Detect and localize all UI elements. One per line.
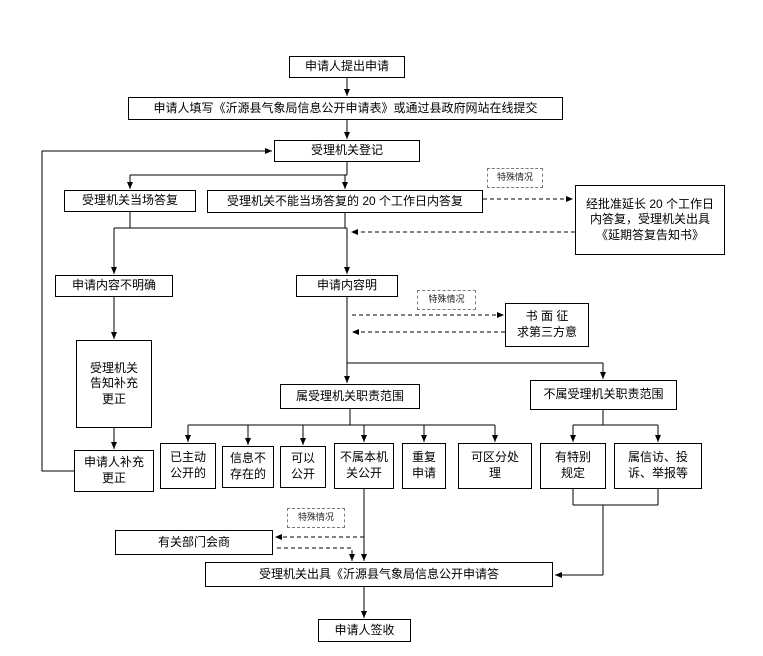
- flow-node-special-case-2: 特殊情况: [417, 290, 476, 310]
- flow-node-not-this-org: 不属本机 关公开: [334, 443, 394, 489]
- flow-node-info-not-exist: 信息不 存在的: [222, 446, 274, 488]
- flow-node-already-public: 已主动 公开的: [160, 443, 216, 489]
- flow-node-notify-supplement: 受理机关 告知补充 更正: [76, 340, 152, 428]
- flow-node-third-party: 书 面 征 求第三方意: [505, 303, 589, 347]
- flow-node-register: 受理机关登记: [274, 140, 420, 162]
- connector: [41, 148, 272, 472]
- flow-node-repeat-apply: 重复 申请: [402, 443, 446, 489]
- flow-node-special-rule: 有特别 规定: [540, 443, 606, 489]
- flow-node-deferred-reply: 受理机关不能当场答复的 20 个工作日内答复: [207, 190, 483, 213]
- solid-connectors: [41, 78, 661, 618]
- flow-node-applicant-supplement: 申请人补充 更正: [74, 450, 154, 492]
- flow-node-can-public: 可以 公开: [280, 446, 326, 488]
- flow-node-extended-reply: 经批准延长 20 个工作日 内答复，受理机关出具 《延期答复告知书》: [575, 185, 725, 255]
- flow-node-onspot-reply: 受理机关当场答复: [64, 190, 196, 212]
- flow-node-special-case-3: 特殊情况: [287, 508, 345, 528]
- flow-node-fill-form: 申请人填写《沂源县气象局信息公开申请表》或通过县政府网站在线提交: [128, 97, 563, 120]
- connector: [188, 409, 495, 426]
- flow-node-within-scope: 属受理机关职责范围: [280, 384, 420, 409]
- connector: [114, 212, 347, 229]
- connector: [572, 489, 659, 575]
- flow-node-content-clear: 申请内容明: [296, 275, 398, 297]
- flow-node-sign: 申请人签收: [318, 619, 411, 642]
- flow-node-apply: 申请人提出申请: [289, 56, 405, 78]
- flow-node-outside-scope: 不属受理机关职责范围: [530, 380, 677, 410]
- flow-node-consult: 有关部门会商: [115, 530, 273, 555]
- flow-node-issue-reply: 受理机关出具《沂源县气象局信息公开申请答: [205, 562, 553, 587]
- connector: [573, 410, 658, 426]
- flow-node-petition: 属信访、投 诉、举报等: [614, 443, 702, 489]
- flow-node-content-unclear: 申请内容不明确: [55, 275, 173, 297]
- flow-node-special-case-1: 特殊情况: [487, 168, 543, 188]
- connector: [130, 162, 348, 176]
- dashed-connectors: [275, 196, 575, 561]
- connector-dashed: [277, 547, 355, 561]
- flow-node-divisible: 可区分处 理: [458, 443, 532, 489]
